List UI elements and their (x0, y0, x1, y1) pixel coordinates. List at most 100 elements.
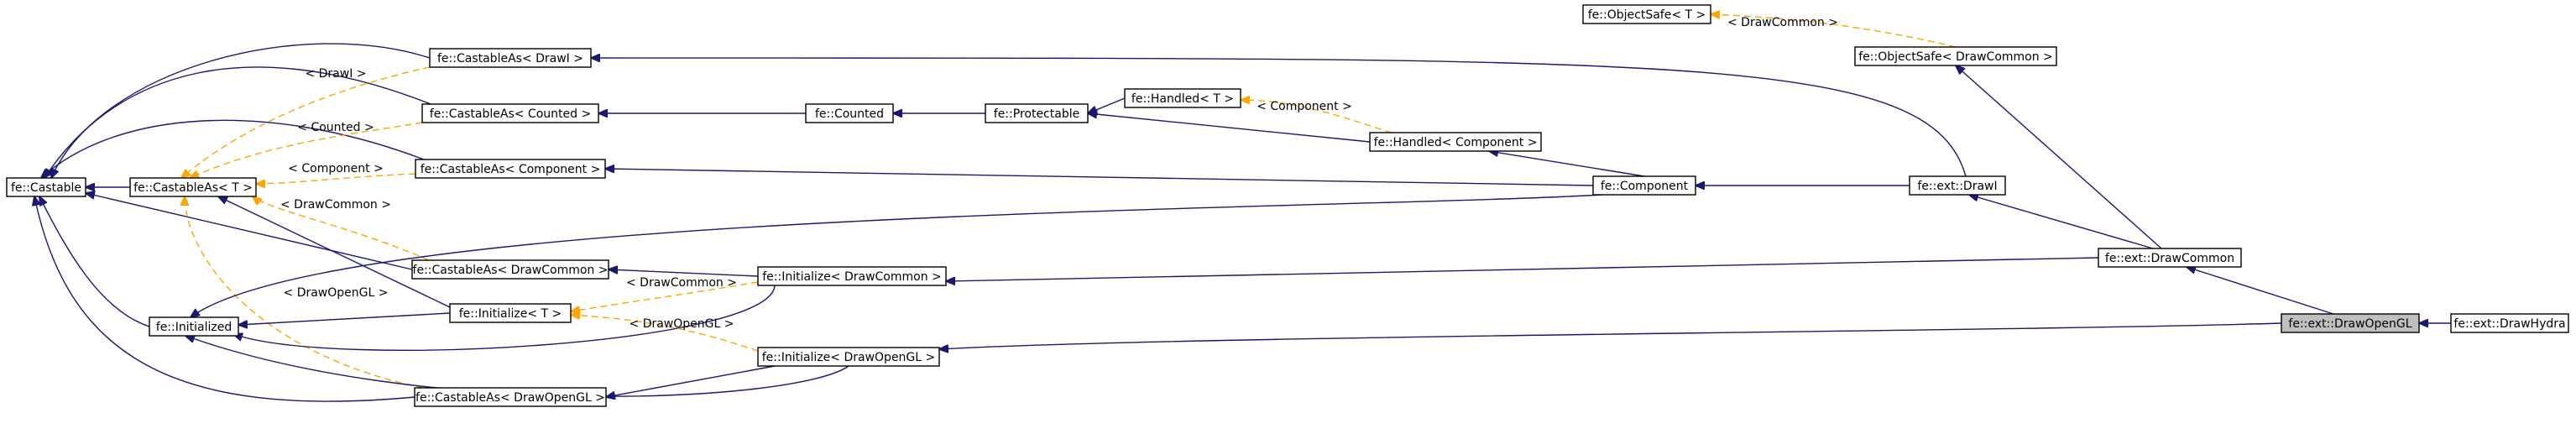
inheritance-arrow (39, 196, 150, 327)
edge-castableascounted-to-castableast (190, 122, 423, 178)
class-name-label: fe::Initialize< T > (459, 307, 562, 321)
inheritance-arrow (238, 312, 451, 325)
class-box (411, 259, 609, 280)
class-node-fe-castableas-counted[interactable]: fe::CastableAs< Counted > (421, 103, 599, 123)
class-node-fe-initialize-drawcommon[interactable]: fe::Initialize< DrawCommon > (757, 266, 947, 286)
class-node-fe-castableas-drawcommon[interactable]: fe::CastableAs< DrawCommon > (411, 259, 609, 280)
edges-layer (34, 14, 2451, 402)
inheritance-arrow (86, 193, 413, 270)
template-instance-arrow (190, 122, 423, 178)
edge-castableasdrawi-to-castableast (181, 66, 431, 178)
template-argument-label: < DrawCommon > (280, 198, 391, 212)
inheritance-arrow (41, 119, 425, 178)
class-name-label: fe::CastableAs< Component > (421, 163, 601, 176)
class-node-fe-initialize-t[interactable]: fe::Initialize< T > (449, 303, 572, 323)
class-node-fe-initialized[interactable]: fe::Initialized (149, 316, 239, 337)
edge-label: < DrawI > (305, 67, 366, 81)
class-name-label: fe::ObjectSafe< T > (1588, 8, 1706, 22)
edge-label: < DrawOpenGL > (284, 286, 389, 300)
template-argument-label: < DrawCommon > (1727, 16, 1838, 29)
inheritance-arrow (34, 196, 415, 402)
template-instance-arrow (253, 196, 430, 261)
class-node-fe-castableas-drawopengl[interactable]: fe::CastableAs< DrawOpenGL > (414, 387, 607, 407)
edge-castableasdrawi-to-castable (51, 43, 431, 178)
class-node-fe-castableas-drawi[interactable]: fe::CastableAs< DrawI > (429, 48, 592, 68)
template-argument-label: < Component > (1257, 100, 1352, 113)
edge-handledcomponent-to-handledt (1241, 100, 1393, 133)
class-name-label: fe::CastableAs< DrawCommon > (413, 264, 609, 277)
inheritance-arrow (946, 257, 2099, 281)
edge-initializedrawcommon-to-castableasdrawcommon (609, 269, 759, 277)
inheritance-arrow (939, 322, 2282, 349)
class-box (757, 266, 947, 286)
edge-drawcommon-to-initializedrawcommon (946, 257, 2099, 281)
edge-castableascomponent-to-castableast (256, 173, 416, 184)
edge-castableasdrawopengl-to-castableast (185, 196, 424, 389)
class-box (421, 103, 599, 123)
class-name-label: fe::ext::DrawI (1917, 180, 1997, 193)
class-node-fe-castableas-t[interactable]: fe::CastableAs< T > (129, 177, 257, 197)
class-name-label: fe::Handled< T > (1131, 92, 1234, 106)
class-box (129, 177, 257, 197)
edge-label: < Component > (1257, 100, 1352, 113)
edge-initializedrawcommon-to-initialized (233, 285, 776, 351)
class-node-fe-objectsafe-t[interactable]: fe::ObjectSafe< T > (1582, 4, 1711, 24)
class-node-fe-ext-drawi[interactable]: fe::ext::DrawI (1909, 175, 2006, 196)
class-node-fe-counted[interactable]: fe::Counted (805, 103, 894, 123)
edge-label: < Component > (288, 162, 384, 175)
template-argument-label: < DrawOpenGL > (630, 317, 734, 331)
edge-label: < Counted > (297, 121, 374, 134)
template-argument-label: < Counted > (297, 121, 374, 134)
class-node-fe-ext-drawcommon[interactable]: fe::ext::DrawCommon (2098, 248, 2242, 268)
edge-label: < DrawCommon > (626, 276, 737, 290)
class-name-label: fe::ext::DrawCommon (2105, 252, 2234, 265)
template-argument-label: < DrawCommon > (626, 276, 737, 290)
inheritance-arrow (191, 194, 1602, 317)
class-box (2281, 313, 2420, 333)
class-box (1369, 132, 1542, 152)
edge-handledcomponent-to-protectable (1088, 113, 1371, 143)
template-instance-arrow (256, 173, 416, 184)
class-node-fe-component[interactable]: fe::Component (1592, 175, 1696, 196)
class-name-label: fe::Castable (11, 181, 81, 195)
inheritance-arrow (218, 196, 451, 308)
template-instance-arrow (185, 196, 424, 389)
template-instance-arrow (571, 281, 759, 311)
template-argument-label: < DrawOpenGL > (284, 286, 389, 300)
class-node-fe-castable[interactable]: fe::Castable (6, 177, 86, 197)
edge-castableascounted-to-castable (44, 66, 431, 178)
class-box (1582, 4, 1711, 24)
class-node-fe-initialize-drawopengl[interactable]: fe::Initialize< DrawOpenGL > (757, 347, 940, 367)
class-name-label: fe::Component (1601, 180, 1689, 193)
class-box (149, 316, 239, 337)
class-node-fe-ext-drawhydra[interactable]: fe::ext::DrawHydra (2450, 313, 2569, 333)
edge-initializedrawopengl-to-initializet (571, 315, 759, 352)
class-box (985, 103, 1089, 123)
template-instance-arrow (181, 66, 431, 178)
class-box (429, 48, 592, 68)
class-name-label: fe::CastableAs< Counted > (430, 107, 591, 121)
edge-drawcommon-to-drawi (1969, 195, 2154, 249)
class-box (1854, 46, 2057, 66)
edge-castableasdrawcommon-to-castable (86, 193, 413, 270)
class-node-fe-handled-t[interactable]: fe::Handled< T > (1124, 88, 1241, 108)
inheritance-arrow (1969, 195, 2154, 249)
template-instance-arrow (1711, 14, 1957, 48)
inheritance-arrow (1088, 97, 1126, 113)
edge-objectsafedrawcommon-to-objectsafet (1711, 14, 1957, 48)
class-node-fe-handled-component[interactable]: fe::Handled< Component > (1369, 132, 1542, 152)
edge-drawopengl-to-drawcommon (2187, 267, 2334, 315)
class-name-label: fe::Initialized (156, 321, 232, 334)
template-instance-arrow (1241, 100, 1393, 133)
edge-initialized-to-castable (39, 196, 150, 327)
class-box (414, 387, 607, 407)
class-node-fe-ext-drawopengl[interactable]: fe::ext::DrawOpenGL (2281, 313, 2420, 333)
class-node-fe-castableas-component[interactable]: fe::CastableAs< Component > (415, 159, 606, 179)
class-node-fe-objectsafe-drawcommon[interactable]: fe::ObjectSafe< DrawCommon > (1854, 46, 2057, 66)
class-box (2098, 248, 2242, 268)
edge-drawopengl-to-initializedrawopengl (939, 322, 2282, 349)
edge-initializedrawopengl-to-castableasdrawopengl (606, 365, 776, 397)
edge-castableasdrawcommon-to-castableast (253, 196, 430, 261)
class-node-fe-protectable[interactable]: fe::Protectable (985, 103, 1089, 123)
